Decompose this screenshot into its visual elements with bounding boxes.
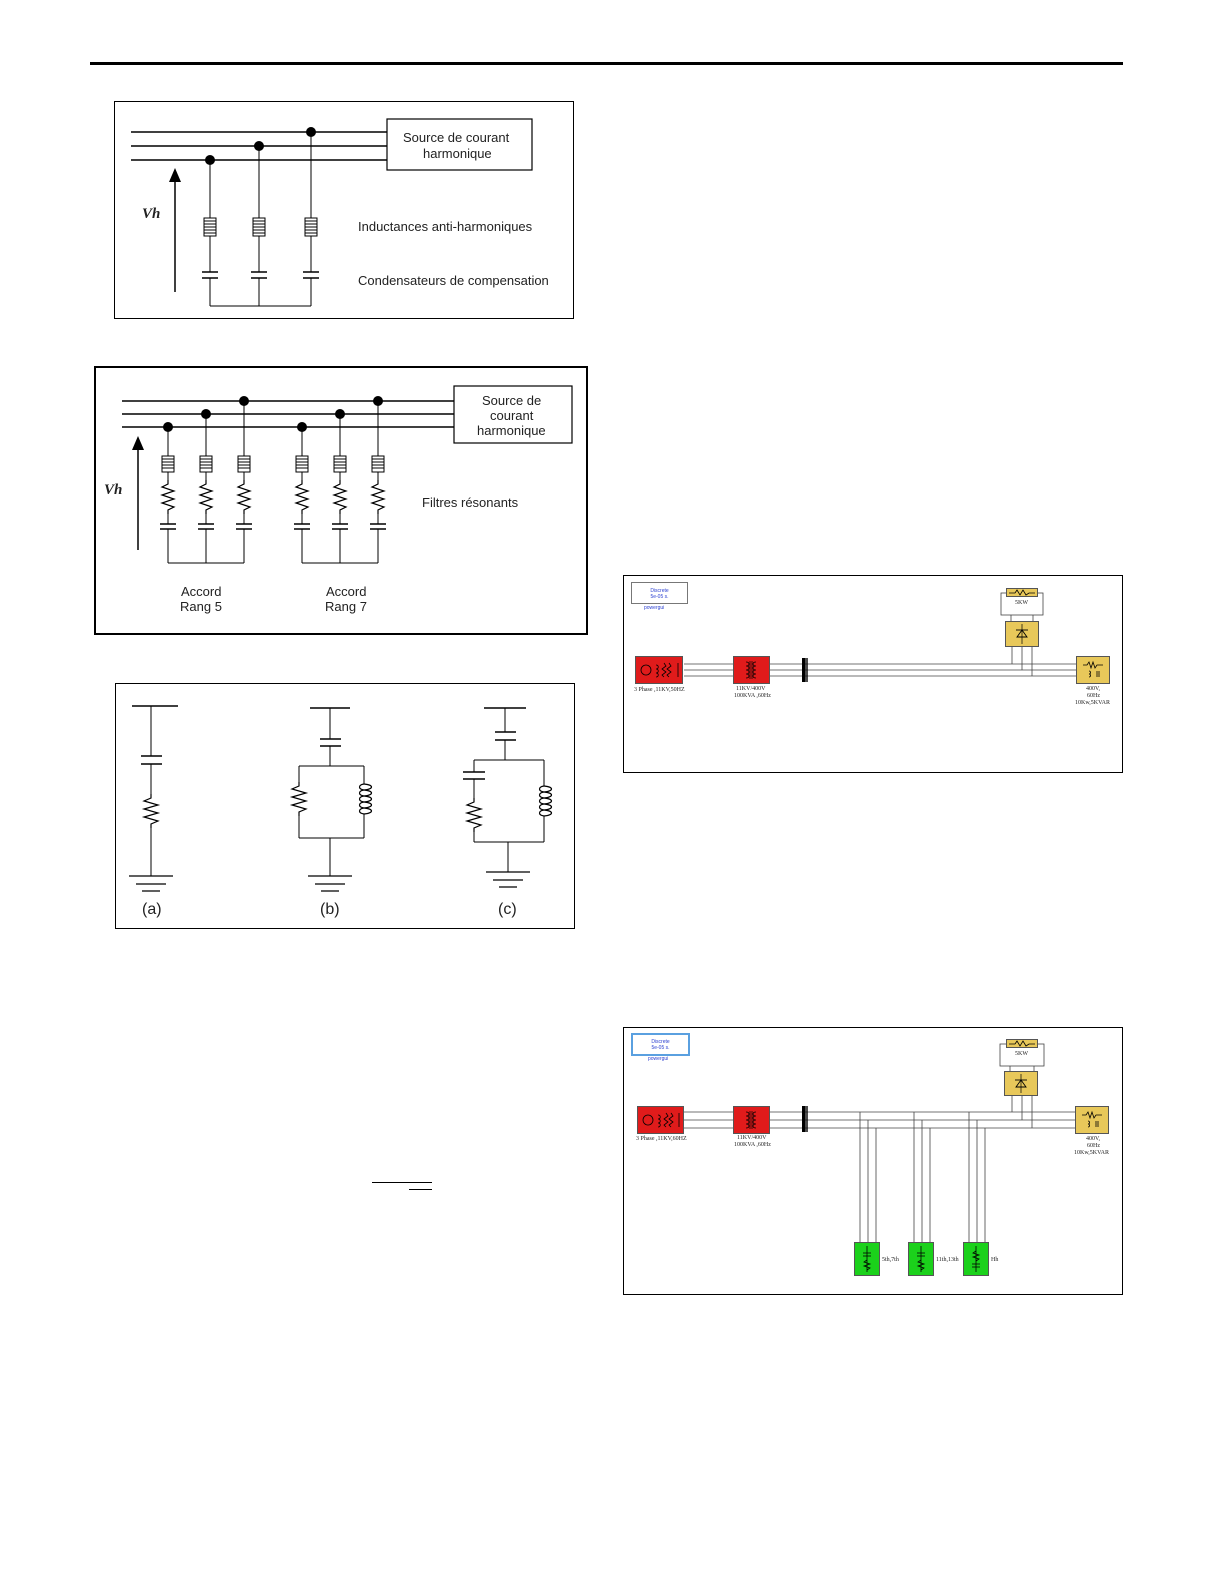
filter-icon — [862, 1246, 872, 1272]
fig2-vh-label: Vh — [104, 482, 123, 498]
fig2-source-label-3: harmonique — [477, 423, 546, 438]
figure-anti-harmonic-inductances: Source de courant harmonique Vh Inductan… — [114, 101, 574, 319]
sim1-source-block[interactable] — [635, 656, 683, 684]
filter-c — [463, 707, 553, 888]
sim2-transformer-line1: 11KV/400V — [737, 1135, 767, 1141]
fig2-accord5-line1: Accord — [181, 584, 222, 599]
transformer-icon — [745, 1111, 757, 1129]
fig2-source-label-2: courant — [490, 408, 534, 423]
sim2-load-label: 5KW — [1015, 1051, 1028, 1057]
fig1-schematic — [131, 118, 533, 307]
sim2-source-label: 3 Phase ,11KV,60HZ — [636, 1136, 687, 1142]
sim1-wiring — [684, 592, 1076, 682]
fig1-source-label-2: harmonique — [423, 146, 492, 161]
three-phase-source-icon — [640, 662, 679, 678]
filter-icon — [971, 1246, 981, 1272]
transformer-icon — [745, 661, 757, 679]
sim2-transformer-block[interactable] — [733, 1106, 770, 1134]
figure-filter-types: (a) (b) (c) — [115, 683, 575, 929]
header-rule — [90, 62, 1123, 65]
sim1-rectifier-block[interactable] — [1005, 621, 1039, 647]
simulink-model-without-filters: Discrete 5e-05 s. powergui 5KW 3 Phase ,… — [623, 575, 1123, 773]
fig1-inductances-label: Inductances anti-harmoniques — [358, 219, 533, 234]
sim1-rlc-line1: 400V, — [1086, 686, 1101, 692]
diode-bridge-icon — [1015, 1074, 1027, 1093]
fig2-accord7-line1: Accord — [326, 584, 367, 599]
sim1-powergui-line1: Discrete — [650, 588, 669, 594]
three-phase-source-icon — [642, 1112, 680, 1128]
sim1-resistor-block[interactable] — [1006, 588, 1038, 597]
sim1-rlc-line2: 60Hz — [1087, 693, 1100, 699]
sim2-rectifier-block[interactable] — [1004, 1071, 1038, 1096]
sim1-transformer-block[interactable] — [733, 656, 770, 684]
filter-icon — [916, 1246, 926, 1272]
diode-bridge-icon — [1016, 624, 1028, 644]
figure-resonant-filters: Source de courant harmonique Vh Filtres … — [94, 366, 588, 635]
fig2-schematic — [122, 385, 573, 564]
rlc-load-icon — [1083, 660, 1103, 678]
sim2-powergui-caption: powergui — [648, 1056, 669, 1062]
fig3-label-a: (a) — [142, 901, 162, 918]
sim2-filter1-label: 5th,7th — [882, 1257, 899, 1263]
sim2-rlc-line3: 10Kw,5KVAR — [1074, 1150, 1110, 1156]
resistor-icon — [1009, 1040, 1035, 1047]
branch-1 — [202, 160, 218, 306]
sim1-rlc-load-block[interactable] — [1076, 656, 1110, 684]
fig1-source-label-1: Source de courant — [403, 130, 510, 145]
sim2-rlc-line1: 400V, — [1086, 1136, 1101, 1142]
sim2-transformer-line2: 100KVA ,60Hz — [734, 1142, 771, 1148]
sim1-load-label: 5KW — [1015, 600, 1028, 606]
sim2-powergui-line2: 5e-05 s. — [651, 1045, 670, 1051]
fig3-label-c: (c) — [498, 901, 517, 918]
branch-2 — [251, 146, 267, 306]
sim1-powergui-line2: 5e-05 s. — [650, 594, 669, 600]
sim2-filter2-label: 11th,13th — [936, 1257, 959, 1263]
sim1-powergui-block[interactable]: Discrete 5e-05 s. — [631, 582, 688, 604]
fraction-bar-top — [372, 1182, 432, 1183]
resistor-icon — [1009, 589, 1035, 596]
fraction-bar-bottom — [409, 1189, 432, 1190]
fig3-label-b: (b) — [320, 901, 340, 918]
sim2-filter-block-2[interactable] — [908, 1242, 934, 1276]
sim2-powergui-block[interactable]: Discrete 5e-05 s. — [631, 1033, 690, 1056]
sim1-transformer-line1: 11KV/400V — [736, 686, 766, 692]
fig2-filtres-label: Filtres résonants — [422, 495, 519, 510]
fig3-schematic — [128, 705, 553, 892]
sim2-rlc-load-block[interactable] — [1075, 1106, 1109, 1134]
fig2-source-label-1: Source de — [482, 393, 542, 408]
sim2-rlc-line2: 60Hz — [1087, 1143, 1100, 1149]
filter-a — [128, 705, 178, 892]
simulink-model-with-filters: Discrete 5e-05 s. powergui 5KW 3 Phase ,… — [623, 1027, 1123, 1295]
fig1-condensateurs-label: Condensateurs de compensation — [358, 273, 549, 288]
fig2-accord7-line2: Rang 7 — [325, 599, 367, 614]
sim2-filter3-label: Hh — [991, 1257, 999, 1263]
rlc-load-icon — [1082, 1110, 1102, 1128]
sim1-rlc-line3: 10Kw,5KVAR — [1075, 700, 1111, 706]
fig1-vh-label: Vh — [142, 206, 161, 222]
branch-3 — [303, 132, 319, 306]
sim2-wiring — [684, 1043, 1076, 1242]
sim2-filter-block-1[interactable] — [854, 1242, 880, 1276]
sim2-resistor-block[interactable] — [1006, 1039, 1038, 1048]
sim1-transformer-line2: 100KVA ,60Hz — [734, 693, 771, 699]
fig2-accord5-line2: Rang 5 — [180, 599, 222, 614]
sim2-source-block[interactable] — [637, 1106, 684, 1134]
sim2-filter-block-3[interactable] — [963, 1242, 989, 1276]
filter-b — [291, 707, 373, 892]
sim2-powergui-line1: Discrete — [651, 1039, 670, 1045]
sim1-source-label: 3 Phase ,11KV,50HZ — [634, 687, 685, 693]
sim1-powergui-caption: powergui — [644, 605, 665, 611]
